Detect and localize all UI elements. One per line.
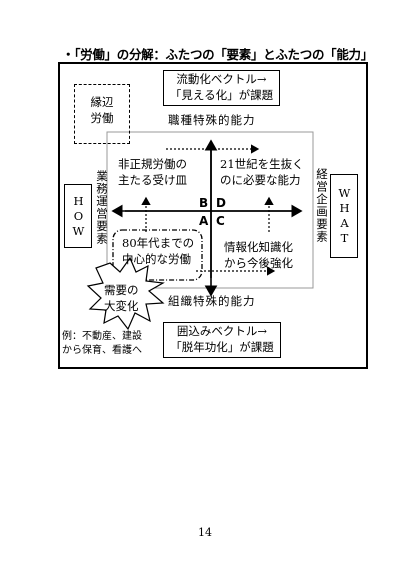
right-box-label: WHAT xyxy=(337,186,352,246)
quadrant-bottom-left: 80年代までの 中心的な労働 xyxy=(122,236,194,267)
letter-a: A xyxy=(199,214,209,228)
quadrant-br-line1: 情報化知識化 xyxy=(224,240,293,254)
burst-line1: 需要の xyxy=(104,283,139,297)
quadrant-tr-line2: のに必要な能力 xyxy=(220,172,301,187)
burst-text: 需要の 大変化 xyxy=(104,283,139,314)
quadrant-br-line2: から今後強化 xyxy=(224,255,293,270)
right-box: WHAT xyxy=(330,174,358,258)
example-line1: 例：不動産、建設 xyxy=(62,331,142,342)
example-text: 例：不動産、建設 から保育、看護へ xyxy=(62,330,142,358)
burst-shape xyxy=(86,256,165,331)
bl-dashdot-box xyxy=(112,229,203,281)
diagram-title: ・「労働」の分解：ふたつの「要素」とふたつの「能力」 xyxy=(62,47,373,62)
left-vertical-label: 業務運営要素 xyxy=(95,170,109,245)
right-vertical-label: 経営企画要素 xyxy=(315,168,329,243)
quadrant-bottom-right: 情報化知識化 から今後強化 xyxy=(224,240,293,271)
page-number: 14 xyxy=(198,526,212,539)
corner-box-line1: 縁辺 xyxy=(90,95,114,109)
quadrant-tr-line1: 21世紀を生抜く xyxy=(220,157,304,171)
top-box: 流動化ベクトル→ 「見える化」が課題 xyxy=(163,70,280,106)
top-box-line2: 「見える化」が課題 xyxy=(169,87,274,102)
bottom-box-line1: 囲込みベクトル→ xyxy=(176,324,268,338)
quadrant-bl-line1: 80年代までの xyxy=(122,236,195,250)
quadrant-top-left: 非正規労働の 主たる受け皿 xyxy=(118,157,187,188)
bottom-box: 囲込みベクトル→ 「脱年功化」が課題 xyxy=(163,322,281,358)
letter-c: C xyxy=(216,214,225,228)
quadrant-top-right: 21世紀を生抜く のに必要な能力 xyxy=(220,157,304,188)
letter-d: D xyxy=(216,196,226,210)
corner-box: 縁辺 労働 xyxy=(74,84,130,144)
axis-bottom-label: 組織特殊的能力 xyxy=(168,294,256,308)
bottom-box-line2: 「脱年功化」が課題 xyxy=(170,339,274,354)
diagram-frame xyxy=(58,62,368,369)
left-box-label: HOW xyxy=(71,193,86,239)
quadrant-tl-line2: 主たる受け皿 xyxy=(118,172,187,187)
corner-box-line2: 労働 xyxy=(90,110,114,125)
example-line2: から保育、看護へ xyxy=(62,345,142,356)
burst-line2: 大変化 xyxy=(104,298,139,313)
left-box: HOW xyxy=(64,184,92,248)
quadrant-bl-line2: 中心的な労働 xyxy=(122,251,191,266)
letter-b: B xyxy=(199,196,209,210)
top-box-line1: 流動化ベクトル→ xyxy=(176,72,267,86)
axis-top-label: 職種特殊的能力 xyxy=(168,113,256,127)
quadrant-tl-line1: 非正規労働の xyxy=(118,157,187,171)
